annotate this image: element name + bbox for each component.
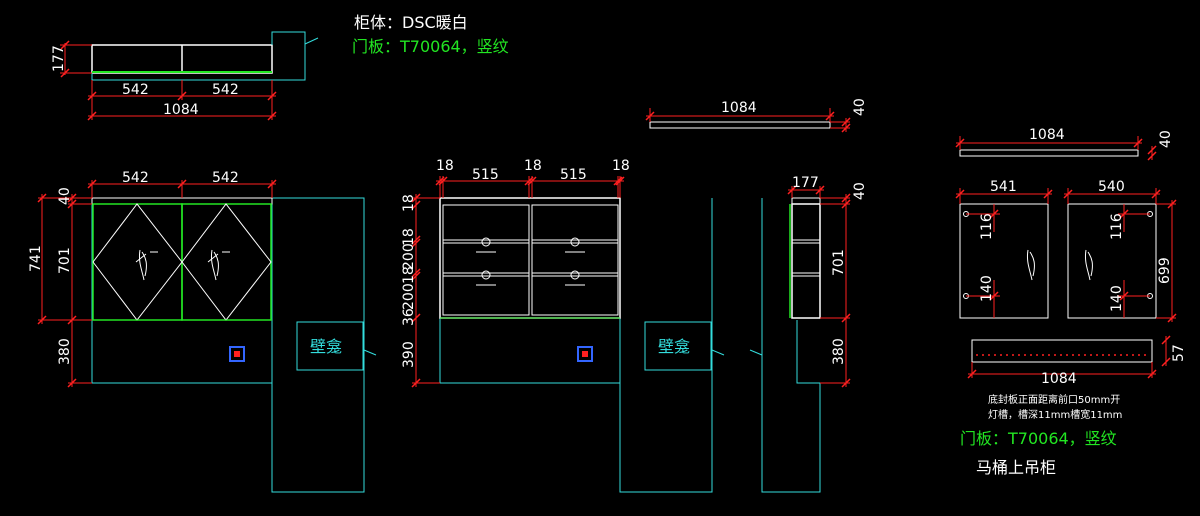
- dim-701: 701: [57, 247, 73, 274]
- dim-40-strip: 40: [852, 98, 868, 116]
- groove-note-line1: 底封板正面距离前口50mm开: [988, 393, 1120, 406]
- dim-18-a: 18: [436, 158, 454, 174]
- dim-line-1084: [87, 100, 277, 121]
- dim-542-front-right: 542: [212, 170, 239, 186]
- dim-18-v1: 18: [401, 194, 417, 212]
- dim-1084-right-top: 1084: [1029, 127, 1065, 143]
- dim-140-right: 140: [1109, 285, 1125, 312]
- panel-strip-right: [955, 136, 1157, 161]
- dim-1084: 1084: [163, 102, 199, 118]
- top-plan-view: 177 542 542 1084: [51, 31, 319, 121]
- dim-116-left: 116: [979, 213, 995, 240]
- dim-741: 741: [28, 245, 44, 272]
- dim-380-side: 380: [831, 338, 847, 365]
- dim-541: 541: [990, 179, 1017, 195]
- dim-18-v3: 18: [401, 266, 417, 284]
- dim-40-side: 40: [852, 182, 868, 200]
- dim-line-177: [60, 40, 92, 78]
- dim-18-c: 18: [612, 158, 630, 174]
- dim-200-a: 200: [401, 243, 417, 270]
- dim-18-v2: 18: [401, 228, 417, 246]
- bottom-panel-right: [967, 335, 1171, 379]
- dim-542-left: 542: [122, 82, 149, 98]
- niche-label-left: 壁龛: [310, 337, 342, 356]
- dim-40-right-top: 40: [1158, 130, 1174, 148]
- dim-57: 57: [1171, 344, 1187, 362]
- groove-note-line2: 灯槽，槽深11mm槽宽11mm: [988, 408, 1122, 421]
- door-panel-note-right: 门板：T70064，竖纹: [960, 429, 1117, 448]
- dim-701-side: 701: [831, 249, 847, 276]
- cabinet-body-note: 柜体：DSC暖白: [354, 13, 468, 32]
- dim-140-left: 140: [979, 275, 995, 302]
- drawing-title: 马桶上吊柜: [976, 458, 1056, 477]
- niche-label-mid: 壁龛: [658, 337, 690, 356]
- front-left-dims: [37, 179, 277, 388]
- dim-1084-strip: 1084: [721, 100, 757, 116]
- door-panels-right: [955, 188, 1177, 323]
- dim-40-front: 40: [57, 187, 73, 205]
- dim-36: 36: [401, 308, 417, 326]
- dim-18-b: 18: [524, 158, 542, 174]
- dim-116-right: 116: [1109, 213, 1125, 240]
- dim-390: 390: [401, 341, 417, 368]
- dim-699: 699: [1157, 257, 1173, 284]
- dim-540: 540: [1098, 179, 1125, 195]
- dim-177-side: 177: [792, 175, 819, 191]
- front-view-open: [439, 197, 725, 493]
- dim-542-front-left: 542: [122, 170, 149, 186]
- dim-200-b: 200: [401, 283, 417, 310]
- dim-177-label: 177: [51, 45, 67, 72]
- dim-515-a: 515: [472, 167, 499, 183]
- dim-1084-bottom: 1084: [1041, 371, 1077, 387]
- shelf-strip-view: [645, 108, 851, 133]
- dim-542-right: 542: [212, 82, 239, 98]
- door-panel-note: 门板：T70064，竖纹: [352, 37, 509, 56]
- side-view: [749, 185, 851, 493]
- dim-line-542-542: [87, 80, 277, 101]
- dim-515-b: 515: [560, 167, 587, 183]
- front-mid-dims: [411, 176, 625, 388]
- dim-380: 380: [57, 338, 73, 365]
